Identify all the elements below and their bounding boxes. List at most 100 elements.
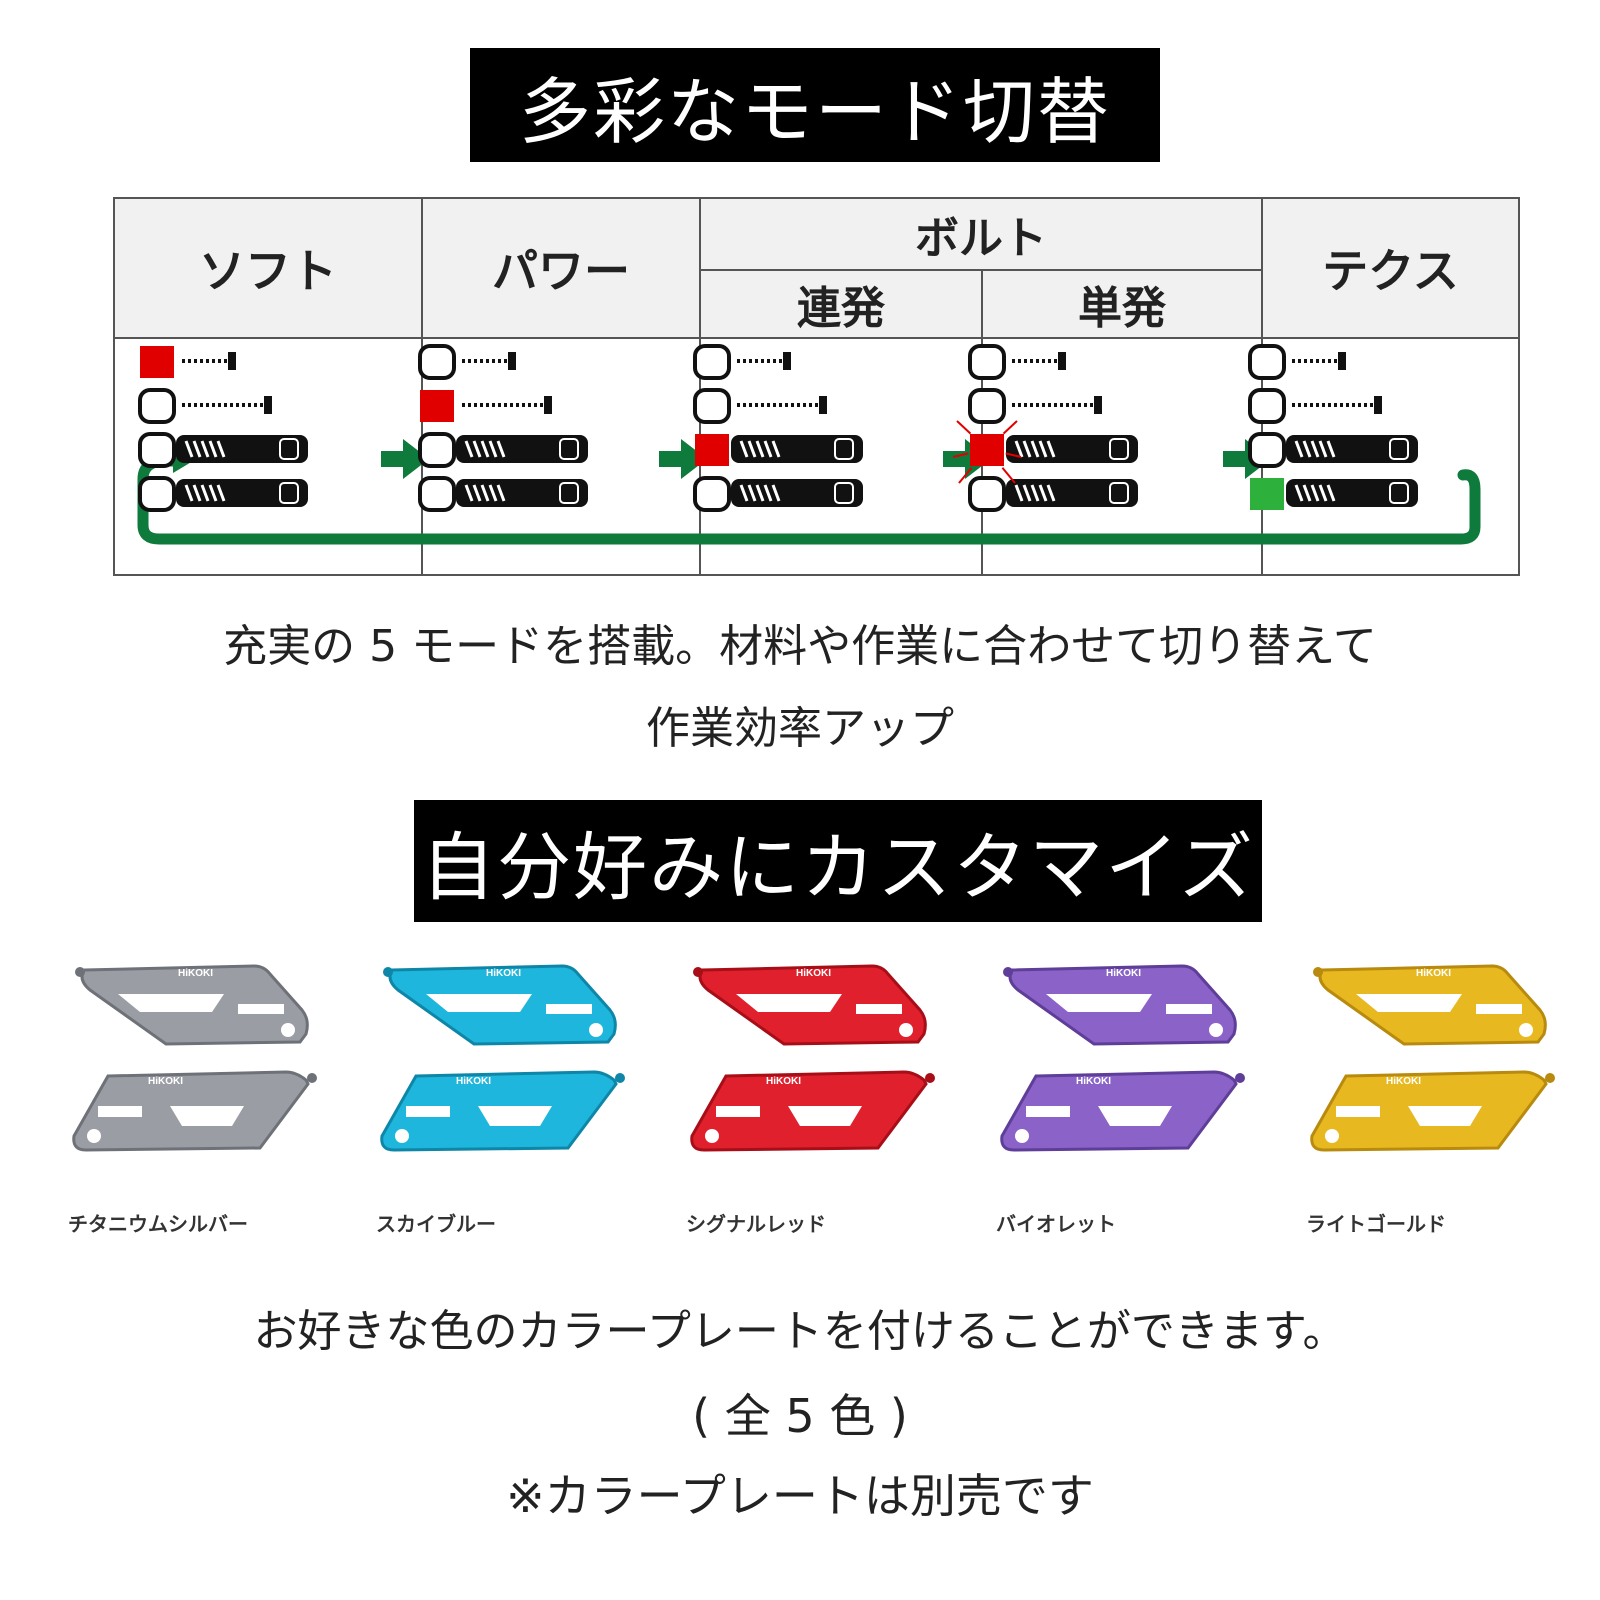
color-plate-top: HiKOKI: [75, 964, 309, 1046]
color-plate-bottom: HiKOKI: [690, 1070, 935, 1152]
customize-banner: 自分好みにカスタマイズ: [414, 800, 1262, 922]
col-divider: [699, 199, 701, 574]
mode-lamp-off-icon: [418, 432, 456, 468]
row-divider: [699, 269, 1263, 271]
color-plate-image: HiKOKI HiKOKI: [690, 964, 935, 1152]
header-power: パワー: [423, 199, 699, 337]
header-power-label: パワー: [492, 244, 630, 298]
long-screw-icon: [462, 396, 552, 414]
header-bolt-single: 単発: [983, 271, 1261, 337]
mode-lamp-off-icon: [693, 476, 731, 512]
mode-next-arrow-icon: [659, 439, 707, 479]
mode-indicator-3: [952, 344, 1138, 512]
mode-lamp-off-icon: [1248, 432, 1286, 468]
mode-lamp-off-icon: [1248, 388, 1286, 424]
wood-screw-icon: [462, 352, 516, 370]
row-divider: [115, 337, 1518, 339]
bolt-icon: [731, 435, 863, 463]
wood-screw-icon: [1292, 352, 1346, 370]
bolt-icon: [1286, 435, 1418, 463]
color-plate-name: スカイブルー: [376, 1212, 496, 1236]
plate-note-line2: ( 全 5 色 ): [692, 1389, 908, 1443]
mode-lamp-off-icon: [418, 476, 456, 512]
mode-switch-title: 多彩なモード切替: [518, 69, 1111, 154]
mode-lamp-off-icon: [968, 476, 1006, 512]
header-tex-label: テクス: [1322, 244, 1459, 298]
mode-indicator-0: [138, 346, 308, 512]
header-soft: ソフト: [115, 199, 421, 337]
mode-lamp-off-icon: [693, 344, 731, 380]
bolt-icon: [456, 435, 588, 463]
color-plate-bottom: HiKOKI: [1310, 1070, 1555, 1152]
color-plate-top: HiKOKI: [1003, 964, 1237, 1046]
brand-logo: HiKOKI: [456, 1076, 491, 1087]
color-plate-name: ライトゴールド: [1306, 1212, 1446, 1236]
color-plate-name: バイオレット: [996, 1212, 1116, 1236]
tex-screw-icon: [176, 479, 308, 507]
mode-caption-line2: 作業効率アップ: [646, 703, 954, 754]
bolt-icon: [176, 435, 308, 463]
color-plate-image: HiKOKI HiKOKI: [1310, 964, 1555, 1152]
header-bolt-group: ボルト: [701, 199, 1261, 269]
color-plate-name: シグナルレッド: [686, 1212, 826, 1236]
brand-logo: HiKOKI: [796, 968, 831, 979]
bolt-icon: [1006, 435, 1138, 463]
brand-logo: HiKOKI: [148, 1076, 183, 1087]
mode-lamp-off-icon: [138, 388, 176, 424]
mode-caption-line1: 充実の 5 モードを搭載。材料や作業に合わせて切り替えて: [223, 621, 1377, 672]
mode-lamp-on-icon: [970, 434, 1004, 466]
mode-lamp-off-icon: [968, 344, 1006, 380]
wood-screw-icon: [1012, 352, 1066, 370]
color-plate-name: チタニウムシルバー: [68, 1212, 248, 1236]
brand-logo: HiKOKI: [178, 968, 213, 979]
plate-note-line3: ※カラープレートは別売です: [506, 1469, 1094, 1523]
plate-note-line1: お好きな色のカラープレートを付けることができます。: [253, 1306, 1347, 1357]
long-screw-icon: [182, 396, 272, 414]
color-plate-top: HiKOKI: [1313, 964, 1547, 1046]
color-plate-item: HiKOKI HiKOKI バイオレット: [994, 960, 1284, 1236]
brand-logo: HiKOKI: [1386, 1076, 1421, 1087]
mode-lamp-off-icon: [1248, 344, 1286, 380]
header-bolt-label: ボルト: [915, 213, 1047, 264]
tex-screw-icon: [1006, 479, 1138, 507]
header-bolt-continuous: 連発: [701, 271, 981, 337]
color-plate-bottom: HiKOKI: [72, 1070, 317, 1152]
long-screw-icon: [1292, 396, 1382, 414]
tex-screw-icon: [731, 479, 863, 507]
color-plate-item: HiKOKI HiKOKI チタニウムシルバー: [66, 960, 356, 1236]
color-plate-item: HiKOKI HiKOKI スカイブルー: [374, 960, 664, 1236]
mode-indicator-2: [693, 344, 863, 512]
brand-logo: HiKOKI: [486, 968, 521, 979]
wood-screw-icon: [737, 352, 791, 370]
long-screw-icon: [737, 396, 827, 414]
header-tex: テクス: [1263, 199, 1518, 337]
long-screw-icon: [1012, 396, 1102, 414]
color-plate-image: HiKOKI HiKOKI: [380, 964, 625, 1152]
tex-screw-icon: [456, 479, 588, 507]
blink-rays-icon: [952, 420, 1022, 484]
color-plate-item: HiKOKI HiKOKI シグナルレッド: [684, 960, 974, 1236]
tex-screw-icon: [1286, 479, 1418, 507]
mode-lamp-off-icon: [138, 476, 176, 512]
mode-lamp-on-icon: [695, 434, 729, 466]
mode-indicator-1: [418, 344, 588, 512]
color-plate-top: HiKOKI: [693, 964, 927, 1046]
header-single-label: 単発: [1078, 283, 1166, 334]
mode-lamp-on-icon: [420, 390, 454, 422]
color-plate-image: HiKOKI HiKOKI: [72, 964, 317, 1152]
mode-lamp-on-icon: [1250, 478, 1284, 510]
loop-arrow: [137, 455, 1481, 545]
color-plate-bottom: HiKOKI: [380, 1070, 625, 1152]
col-divider: [1261, 199, 1263, 574]
mode-indicator-4: [1248, 344, 1418, 510]
brand-logo: HiKOKI: [1106, 968, 1141, 979]
mode-next-arrow-icon: [381, 439, 429, 479]
mode-lamp-off-icon: [693, 388, 731, 424]
brand-logo: HiKOKI: [1076, 1076, 1111, 1087]
color-plate-image: HiKOKI HiKOKI: [1000, 964, 1245, 1152]
mode-lamp-off-icon: [418, 344, 456, 380]
col-divider: [421, 199, 423, 574]
brand-logo: HiKOKI: [1416, 968, 1451, 979]
header-continuous-label: 連発: [797, 283, 885, 334]
wood-screw-icon: [182, 352, 236, 370]
